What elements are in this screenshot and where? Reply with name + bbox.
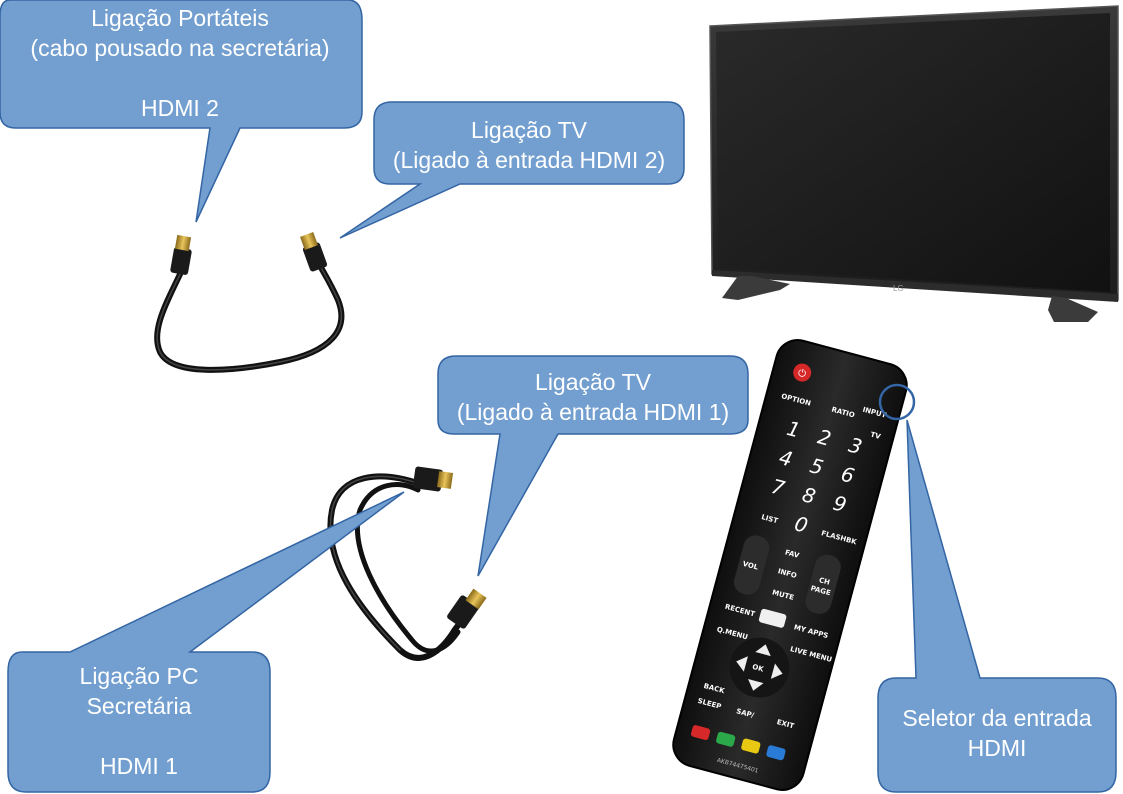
number-pad: 1 2 3 4 5 6 7 8 9 LIST 0 FLASHBK — [760, 416, 865, 546]
fav-button: FAV — [784, 548, 800, 560]
input-highlight-ring — [878, 383, 916, 421]
callout-pc-secretary-line3: HDMI 1 — [100, 753, 178, 779]
num-0: 0 — [792, 511, 811, 537]
hdmi-connector-top — [412, 466, 454, 492]
callout-tv-hdmi2: Ligação TV (Ligado à entrada HDMI 2) — [339, 101, 685, 239]
channel-rocker — [805, 554, 841, 614]
remote-control: ⏻ OPTION RATIO INPUT TV 1 2 3 4 5 6 7 8 … — [672, 339, 908, 791]
ch-label: CH — [818, 576, 831, 587]
callout-pc-secretary-line2: Secretária — [87, 693, 192, 719]
callout-input-selector-line2: HDMI — [968, 735, 1027, 761]
television: LG — [709, 5, 1119, 322]
tv-screen — [716, 13, 1110, 292]
vol-label: VOL — [742, 560, 760, 572]
num-8: 8 — [800, 482, 819, 508]
green-button — [716, 731, 736, 747]
callout-laptops-bubble — [0, 0, 363, 223]
hdmi-connector-right — [300, 232, 328, 272]
hdmi-connector-left — [170, 234, 192, 275]
hdmi-cable-1 — [327, 466, 487, 661]
dpad: OK — [729, 637, 790, 698]
red-button — [691, 725, 711, 741]
hdmi-cable-2-wire — [154, 259, 345, 373]
power-button — [793, 363, 812, 382]
callout-tv-hdmi1-bubble — [437, 355, 749, 577]
volume-rocker — [734, 535, 770, 595]
callout-tv-hdmi1-line1: Ligação TV — [535, 369, 652, 395]
callout-tv-hdmi1-line2: (Ligado à entrada HDMI 1) — [457, 399, 729, 425]
blue-button — [766, 745, 786, 761]
tv-brand-logo: LG — [893, 284, 904, 293]
callout-laptops-line1: Ligação Portáteis — [91, 5, 269, 31]
ok-button: OK — [751, 663, 765, 674]
callout-input-selector: Seletor da entrada HDMI — [877, 419, 1117, 793]
callout-tv-hdmi2-bubble — [339, 101, 685, 239]
callout-laptops-line3: HDMI 2 — [141, 95, 219, 121]
callout-pc-secretary-bubble — [7, 491, 405, 793]
callout-laptops: Ligação Portáteis (cabo pousado na secre… — [0, 0, 363, 223]
num-5: 5 — [807, 453, 826, 479]
callout-laptops-line2: (cabo pousado na secretária) — [30, 35, 329, 61]
yellow-button — [741, 738, 761, 754]
num-9: 9 — [831, 491, 850, 517]
tv-button: TV — [870, 431, 882, 442]
callout-pc-secretary-line1: Ligação PC — [80, 663, 199, 689]
home-button — [758, 608, 787, 628]
tv-bottom-bezel — [712, 270, 1118, 302]
svg-text:⏻: ⏻ — [797, 368, 808, 381]
callout-tv-hdmi1: Ligação TV (Ligado à entrada HDMI 1) — [437, 355, 749, 577]
hdmi-connector-bottom — [447, 588, 487, 629]
callout-tv-hdmi2-line2: (Ligado à entrada HDMI 2) — [393, 147, 665, 173]
tv-stand-left — [722, 276, 790, 300]
num-3: 3 — [846, 433, 865, 459]
callout-pc-secretary: Ligação PC Secretária HDMI 1 — [7, 491, 405, 793]
num-2: 2 — [815, 424, 834, 450]
num-1: 1 — [784, 416, 803, 442]
hdmi-cable-1-wire — [327, 473, 475, 661]
num-4: 4 — [777, 445, 796, 471]
tv-stand-right — [1048, 296, 1098, 322]
callout-tv-hdmi2-line1: Ligação TV — [471, 117, 588, 143]
callout-input-selector-bubble — [877, 419, 1117, 793]
num-6: 6 — [838, 462, 857, 488]
hdmi-cable-2 — [154, 232, 345, 373]
callout-input-selector-line1: Seletor da entrada — [902, 705, 1091, 731]
